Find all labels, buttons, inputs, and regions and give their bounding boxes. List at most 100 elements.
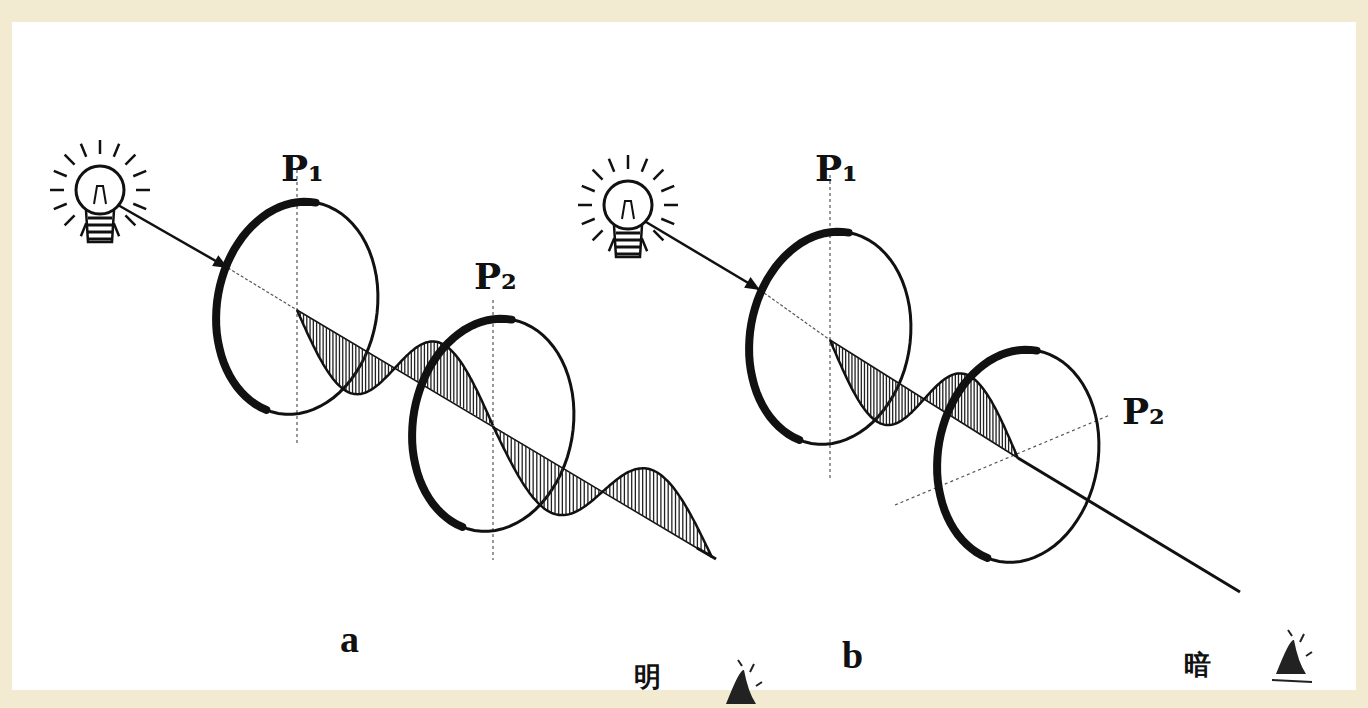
bulb-base [88,224,112,227]
wave-hatch [345,339,346,391]
polarizer-rim [749,232,849,440]
wave-hatch [584,481,585,507]
dark-label: 暗 [1184,651,1211,678]
light-beam [228,268,297,310]
wave-hatch [939,383,940,409]
wave-hatch [473,384,474,415]
wave-hatch [876,370,877,422]
wave-hatch [620,477,621,503]
light-ray [642,238,647,251]
eye-lash [1272,630,1312,682]
bright-label: 明 [634,663,661,690]
light-ray [627,155,630,169]
wave-hatch [992,404,993,443]
wave-hatch [668,482,669,531]
wave-hatch [682,501,683,540]
wave-hatch [908,389,909,415]
wave-hatch [525,446,526,488]
polarizer-ring [749,232,911,444]
light-ray [133,171,146,176]
polarizer-axis [829,175,830,480]
light-ray [609,238,614,251]
bulb-base [616,232,640,235]
wave-hatch [848,352,849,383]
arrow-head [744,277,760,290]
wave-hatch [580,479,581,510]
wave-hatch [355,345,356,394]
wave-hatch [329,329,330,374]
light-beam [118,205,228,268]
polarizer-rim [412,319,512,527]
polarizer-rim [216,202,316,410]
bulb-glass [76,166,124,214]
wave-hatch [529,448,530,493]
white-panel [12,22,1356,690]
light-ray [133,204,146,209]
light-ray [653,170,663,180]
light-ray [593,170,603,180]
wave-hatch [635,469,636,511]
light-ray [54,171,67,176]
wave-hatch [587,483,588,504]
wave-hatch [358,347,359,395]
light-ray [582,186,595,191]
wave-hatch [450,350,451,401]
wave-hatch [616,479,617,500]
wave-hatch [649,469,650,520]
wave-hatch [463,366,464,408]
wave-hatch [999,416,1000,447]
wave-hatch [591,485,592,501]
wave-hatch [404,358,405,374]
wave-hatch [679,496,680,538]
wave-hatch [627,472,628,507]
wave-hatch [407,354,408,375]
light-ray [642,159,647,172]
wave-hatch [914,393,915,409]
wave-hatch [551,461,552,513]
wave-hatch [352,343,353,394]
light-ray [593,230,603,240]
bulb-filament [622,201,634,219]
wave-hatch [867,364,868,413]
light-ray [81,144,86,157]
wave-hatch [986,394,987,439]
light-ray [81,223,86,236]
light-ray [65,215,75,225]
wave-hatch [886,376,887,425]
wave-hatch [411,351,412,377]
wave-hatch [378,358,379,384]
wave-hatch [936,386,937,407]
wave-hatch [518,441,519,476]
light-beam [1018,458,1240,592]
wave-hatch [362,349,363,394]
light-ray [65,155,75,165]
wave-hatch [371,354,372,389]
wave-hatch [664,478,665,529]
wave-hatch [864,362,865,410]
wave-hatch [613,482,614,498]
wave-hatch [977,382,978,433]
polarizer-axis [296,170,297,445]
bulb-glass [604,181,652,229]
wave-hatch [319,323,320,358]
wave-hatch [657,473,658,525]
polarizer-label: P₁ [281,150,324,186]
light-beam [646,222,760,290]
wave-hatch [522,444,523,483]
wave-hatch [313,320,314,346]
wave-hatch [342,337,343,389]
polarizer-ring [216,202,378,414]
light-wave [493,426,712,557]
light-ray [661,186,674,191]
polarizer-ring [937,350,1099,562]
wave-hatch [895,381,896,423]
wave-hatch [375,356,376,387]
wave-hatch [540,454,541,505]
light-beam [760,290,830,340]
bulb-base [616,246,640,249]
wave-hatch [686,507,687,542]
wave-hatch [417,347,418,382]
polarizer-axis [492,300,493,560]
wave-hatch [898,383,899,422]
